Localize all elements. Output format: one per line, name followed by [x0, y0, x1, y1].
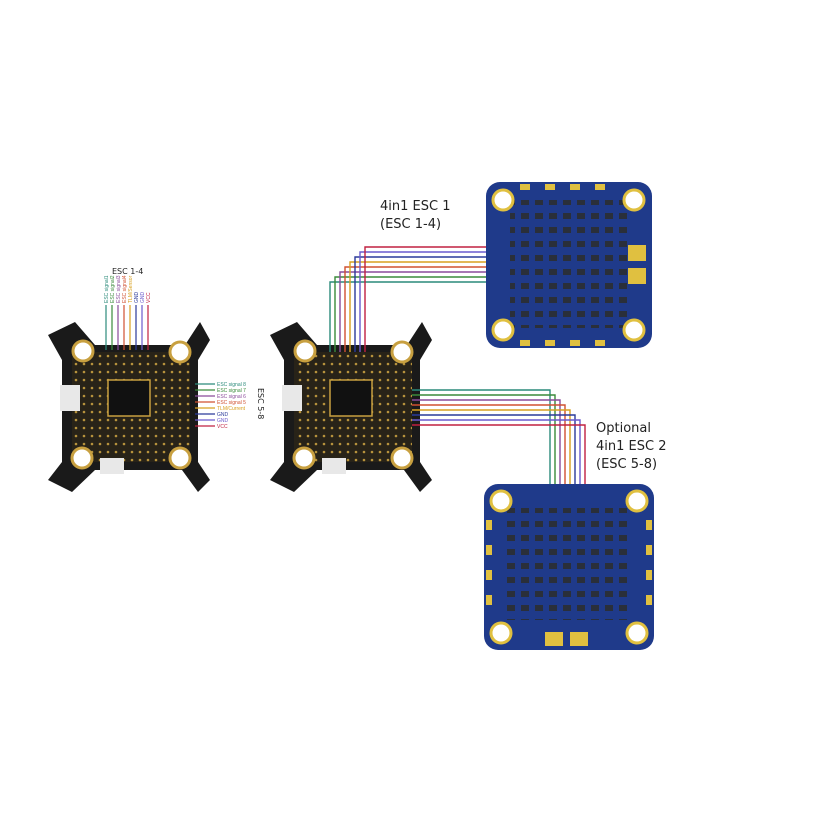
fc1-side-label: ESC 5-8 — [256, 388, 265, 419]
pin-label: ESC signal 8 — [217, 382, 246, 388]
pin-label: GND — [217, 412, 229, 418]
esc2-label-line3: (ESC 5-8) — [596, 457, 657, 472]
wire-bundle-esc1 — [329, 246, 505, 352]
pin-label: TLM/Sensor — [128, 275, 134, 303]
pin-label: ESC signal3 — [116, 275, 122, 303]
fc1-header-label: ESC 1-4 — [112, 267, 143, 276]
pin-label: TLM/Current — [217, 406, 246, 412]
esc1-label-line2: (ESC 1-4) — [380, 217, 441, 232]
pin-label: ESC signal 5 — [217, 400, 246, 406]
fc1-right-pin-labels: ESC signal 8 ESC signal 7 ESC signal 6 E… — [217, 382, 246, 430]
flight-controller-2 — [270, 322, 432, 492]
esc-board-2 — [484, 484, 654, 650]
pin-label: GND — [217, 418, 229, 424]
wire-bundle-esc2 — [412, 389, 586, 505]
fc1-top-pin-labels: ESC signal1 ESC signal2 ESC signal3 ESC … — [104, 275, 152, 303]
pin-label: GND — [134, 292, 140, 304]
mounting-holes — [70, 339, 192, 470]
pin-label: VCC — [217, 424, 228, 430]
pin-label: ESC signal 7 — [217, 388, 246, 394]
esc2-label-line1: Optional — [596, 421, 651, 436]
esc2-label-line2: 4in1 ESC 2 — [596, 439, 666, 454]
pin-label: VCC — [146, 292, 152, 303]
pin-label: ESC signal4 — [122, 275, 128, 303]
flight-controller-1 — [48, 322, 210, 492]
pin-label: ESC signal 6 — [217, 394, 246, 400]
pin-label: ESC signal2 — [110, 275, 116, 303]
pin-label: GND — [140, 292, 146, 304]
fc1-top-pin-wires — [105, 305, 149, 350]
esc1-label-line1: 4in1 ESC 1 — [380, 199, 450, 214]
pin-label: ESC signal1 — [104, 275, 110, 303]
fc1-right-pin-wires — [195, 383, 215, 427]
esc-board-1 — [486, 182, 652, 348]
